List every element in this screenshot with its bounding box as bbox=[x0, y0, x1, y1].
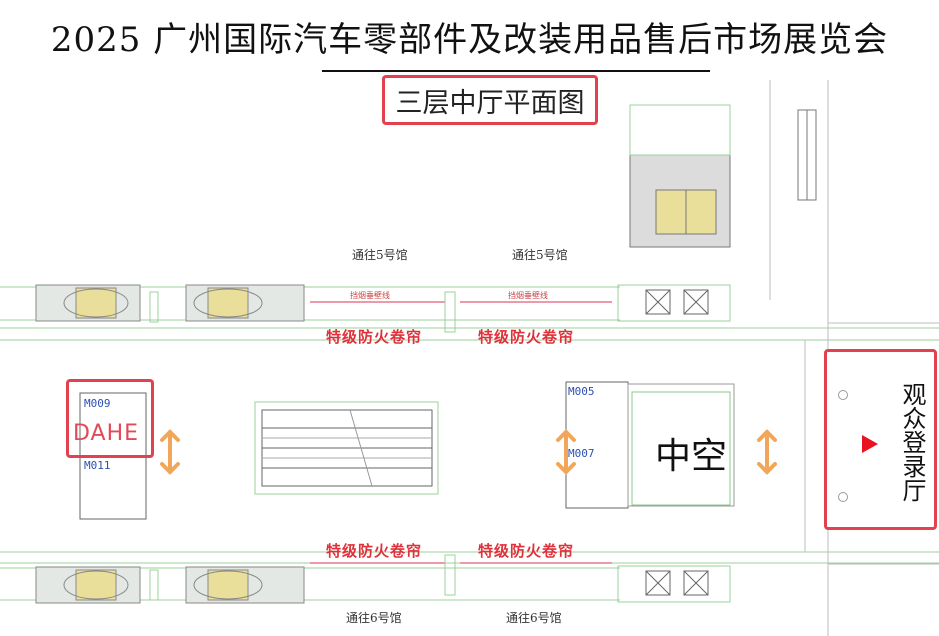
booth-m005-m007-outline bbox=[565, 381, 629, 509]
route-label-bottom-left: 通往6号馆 bbox=[346, 611, 402, 625]
double-arrow-icon-middle bbox=[556, 429, 576, 475]
pillar-icon-lower bbox=[838, 492, 848, 502]
floor-subtitle: 三层中厅平面图 bbox=[382, 75, 598, 125]
fire-shutter-label-top-right: 特级防火卷帘 bbox=[478, 328, 575, 346]
fire-shutter-label-top-left: 特级防火卷帘 bbox=[326, 328, 423, 346]
lower-stair-left bbox=[35, 566, 141, 604]
atrium-outer-outline bbox=[627, 383, 735, 507]
corridor-markers bbox=[149, 291, 456, 601]
upper-stair-left bbox=[35, 284, 141, 322]
lower-corridor-walls bbox=[0, 551, 939, 601]
double-arrow-icon-left bbox=[160, 429, 180, 475]
title-underline bbox=[322, 70, 710, 72]
page-title: 2025 广州国际汽车零部件及改装用品售后市场展览会 bbox=[50, 20, 889, 60]
booth-code-m011: M011 bbox=[84, 459, 111, 472]
smoke-barriers bbox=[310, 301, 612, 564]
route-label-top-right: 通往5号馆 bbox=[512, 248, 568, 262]
registration-hall-label: 观众登录厅 bbox=[898, 382, 926, 502]
atrium-outline bbox=[631, 391, 731, 506]
fire-shutter-label-bottom-right: 特级防火卷帘 bbox=[478, 542, 575, 560]
elevator-core-top bbox=[629, 104, 731, 248]
smoke-barrier-note-right: 挡烟垂壁线 bbox=[508, 291, 548, 300]
booth-code-m005: M005 bbox=[568, 385, 595, 398]
upper-elevators bbox=[617, 284, 731, 322]
route-label-top-left: 通往5号馆 bbox=[352, 248, 408, 262]
atrium-label: 中空 bbox=[655, 436, 728, 477]
central-escalator bbox=[254, 401, 439, 495]
double-arrow-icon-right bbox=[757, 429, 777, 475]
booth-code-m009: M009 bbox=[84, 397, 111, 410]
lower-stair-middle bbox=[185, 566, 305, 604]
smoke-barrier-note-left: 挡烟垂壁线 bbox=[350, 291, 390, 300]
upper-corridor-walls bbox=[0, 286, 939, 341]
registration-hall-highlight[interactable]: 观众登录厅 bbox=[824, 349, 937, 530]
booth-code-m007: M007 bbox=[568, 447, 595, 460]
escalator-right-top bbox=[797, 109, 817, 201]
dahe-booth-highlight[interactable] bbox=[66, 379, 154, 458]
lower-elevators bbox=[617, 565, 731, 603]
pillar-icon-upper bbox=[838, 390, 848, 400]
route-label-bottom-right: 通往6号馆 bbox=[506, 611, 562, 625]
play-arrow-icon bbox=[862, 435, 878, 453]
exhibitor-name-dahe: DAHE bbox=[73, 421, 140, 446]
upper-stair-middle bbox=[185, 284, 305, 322]
fire-shutter-label-bottom-left: 特级防火卷帘 bbox=[326, 542, 423, 560]
